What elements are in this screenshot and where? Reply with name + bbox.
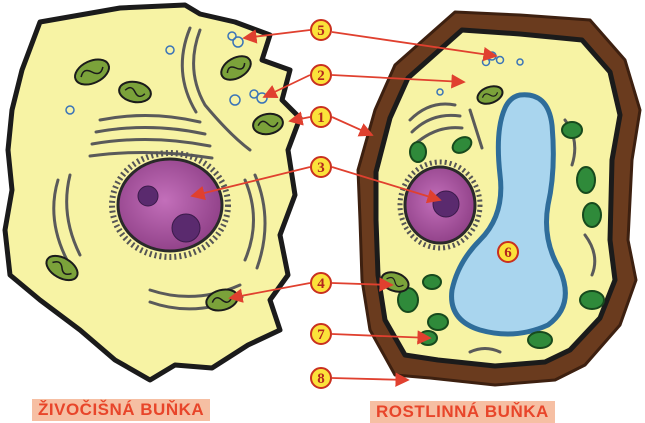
- marker-4-label: 4: [317, 276, 325, 292]
- marker-4: 4: [311, 273, 331, 293]
- marker-6-label: 6: [504, 245, 512, 261]
- marker-1-label: 1: [317, 110, 325, 126]
- plant-cell: [358, 12, 640, 385]
- marker-3: 3: [311, 157, 331, 177]
- marker-8: 8: [311, 368, 331, 388]
- marker-7: 7: [311, 324, 331, 344]
- marker-7-label: 7: [317, 327, 325, 343]
- plant-cell-caption: ROSTLINNÁ BUŇKA: [370, 401, 555, 423]
- marker-2: 2: [311, 65, 331, 85]
- marker-6: 6: [498, 242, 518, 262]
- marker-2-label: 2: [317, 68, 325, 84]
- marker-5-label: 5: [317, 23, 325, 39]
- marker-8-label: 8: [317, 371, 325, 387]
- animal-cell-caption: ŽIVOČIŠNÁ BUŇKA: [32, 399, 210, 421]
- marker-5: 5: [311, 20, 331, 40]
- marker-1: 1: [311, 107, 331, 127]
- animal-cell: [5, 5, 300, 380]
- marker-3-label: 3: [317, 160, 325, 176]
